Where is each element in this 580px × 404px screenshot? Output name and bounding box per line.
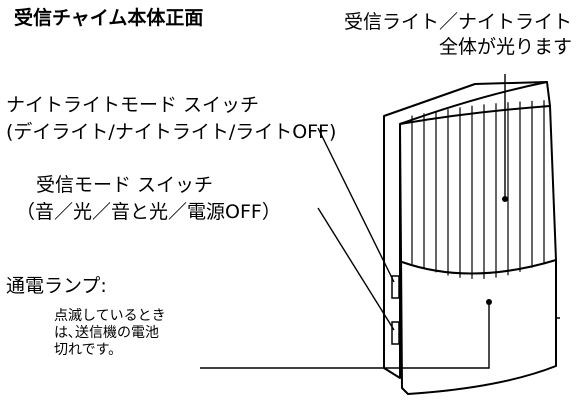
- callout-night-mode-switch: ナイトライトモード スイッチ (デイライト/ナイトライト/ライトOFF): [6, 92, 336, 146]
- callout-receive-mode-switch: 受信モード スイッチ （音／光／音と光／電源OFF）: [6, 172, 281, 226]
- leader-line-night-mode: [317, 127, 395, 283]
- callout-power-lamp: 通電ランプ:: [6, 275, 107, 297]
- callout-night-mode-line1: ナイトライトモード スイッチ: [6, 94, 260, 116]
- callout-night-mode-line2: (デイライト/ナイトライト/ライトOFF): [6, 121, 337, 143]
- receive-mode-switch[interactable]: [391, 321, 400, 345]
- power-lamp-note-line1: 点滅しているとき: [54, 308, 166, 324]
- chime-light-cover-bottom: [401, 259, 557, 275]
- callout-light-line1: 受信ライト／ナイトライト: [343, 11, 572, 33]
- light-indicator-dot: [502, 196, 508, 202]
- night-mode-switch[interactable]: [391, 275, 400, 299]
- power-lamp-note-line2: は､送信機の電池: [54, 325, 159, 341]
- callout-light-line2: 全体が光ります: [438, 36, 572, 58]
- callout-receive-mode-line1: 受信モード スイッチ: [36, 174, 214, 196]
- leader-line-power-lamp: [200, 304, 490, 369]
- diagram-title: 受信チャイム本体正面: [14, 7, 204, 29]
- power-lamp-note-line3: 切れです。: [54, 342, 123, 358]
- callout-light: 受信ライト／ナイトライト 全体が光ります: [344, 10, 572, 60]
- callout-power-lamp-note: 点滅しているとき は､送信機の電池 切れです。: [54, 308, 166, 359]
- leader-line-receive-mode: [317, 207, 395, 331]
- callout-receive-mode-line2: （音／光／音と光／電源OFF）: [16, 201, 281, 223]
- light-cover-ribs: [411, 100, 545, 279]
- chime-front-body: [399, 81, 557, 395]
- power-lamp-dot: [486, 299, 492, 305]
